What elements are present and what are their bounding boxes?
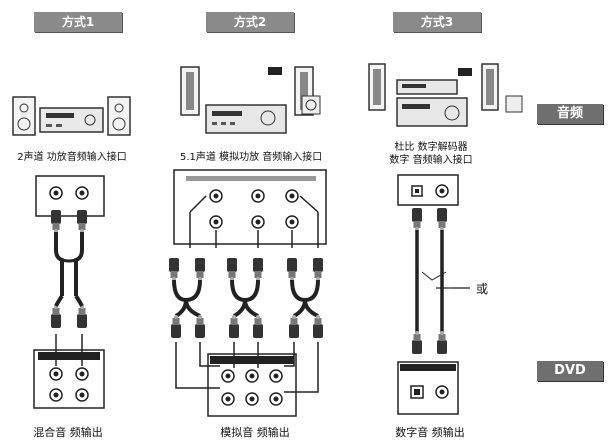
- amp1-input-panel: [35, 175, 105, 217]
- dvd-tag: DVD: [537, 361, 603, 381]
- method3-device-caption-line2: 数字 音频输入接口: [389, 155, 473, 166]
- audio-tag: 音频: [537, 104, 603, 124]
- dolby-decoder-3: [368, 63, 523, 127]
- method3-device-caption-line1: 杜比 数字解码器: [394, 142, 468, 153]
- method2-device-caption: 5.1声道 模拟功放 音频输入接口: [180, 152, 323, 163]
- method2-output-caption: 模拟音 频输出: [220, 426, 290, 439]
- tab-method-2: 方式2: [206, 12, 294, 32]
- decoder-digital-input-panel: [397, 174, 459, 206]
- tab-method-3: 方式3: [393, 12, 481, 32]
- surround-amp-2: [180, 66, 321, 134]
- method3-output-caption: 数字音 频输出: [395, 426, 465, 439]
- or-label: 或: [476, 282, 489, 296]
- tab-method-1: 方式1: [34, 12, 122, 32]
- method1-device-caption: 2声道 功放音频输入接口: [17, 152, 127, 163]
- method1-output-caption: 混合音 频输出: [33, 426, 103, 439]
- amp2-input-panel: [173, 169, 327, 245]
- stereo-amp-1: [12, 96, 131, 136]
